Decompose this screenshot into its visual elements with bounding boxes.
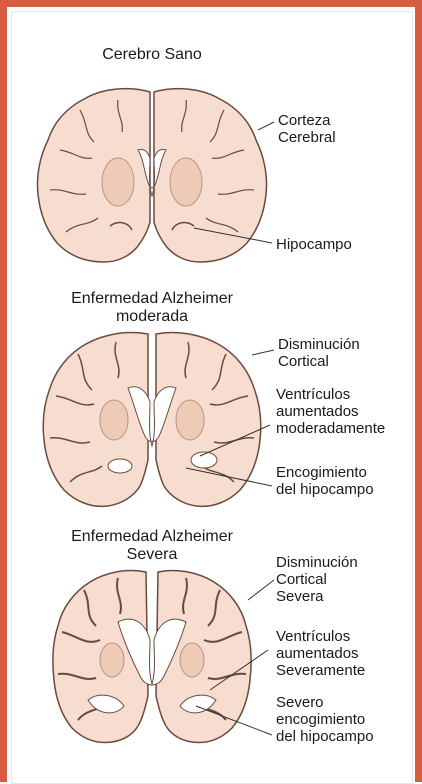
label-cerebral-cortex: Corteza Cerebral [278, 112, 336, 146]
label-severe-cortical-decrease: Disminución Cortical Severa [276, 554, 358, 605]
severe-brain [53, 570, 274, 742]
panel-title-healthy: Cerebro Sano [2, 46, 302, 64]
panel-title-moderate: Enfermedad Alzheimer moderada [2, 290, 302, 326]
label-severe-hippocampus-shrinkage: Severo encogimiento del hipocampo [276, 694, 374, 745]
panel-title-severe: Enfermedad Alzheimer Severa [2, 528, 302, 564]
label-cortical-decrease: Disminución Cortical [278, 336, 360, 370]
label-hippocampus: Hipocampo [276, 236, 352, 253]
label-hippocampus-shrinkage: Encogimiento del hipocampo [276, 464, 374, 498]
label-enlarged-ventricles-severe: Ventrículos aumentados Severamente [276, 628, 365, 679]
moderate-brain [43, 332, 274, 506]
healthy-brain [37, 89, 274, 262]
moderate-brain-left-hemisphere [43, 332, 148, 506]
label-enlarged-ventricles-moderate: Ventrículos aumentados moderadamente [276, 386, 385, 437]
